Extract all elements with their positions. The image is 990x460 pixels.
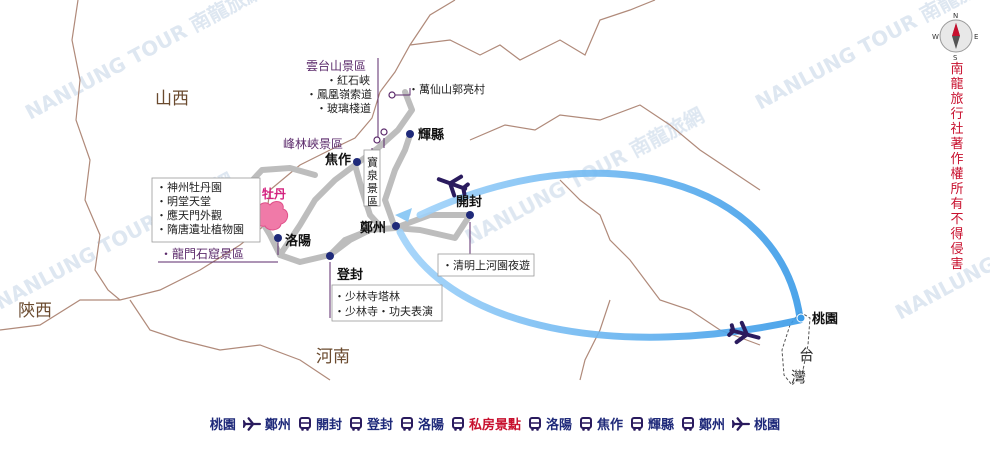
compass-s: S <box>953 54 958 62</box>
shaolin-item: ・少林寺塔林 <box>334 289 400 303</box>
compass-icon: N S E W <box>932 12 978 62</box>
flight-arrow-head <box>395 208 412 222</box>
route-step-label: 洛陽 <box>546 418 573 433</box>
city-label-zhengzhou: 鄭州 <box>360 220 386 236</box>
peony-icon <box>255 201 289 231</box>
city-label-dengfeng: 登封 <box>336 267 363 283</box>
city-label-kaifeng: 開封 <box>456 194 482 210</box>
compass-n: N <box>953 12 958 20</box>
route-step-label: 桃園 <box>209 418 236 433</box>
city-label-jiaozuo: 焦作 <box>324 152 351 168</box>
route-step-label: 私房景點 <box>468 418 521 433</box>
shaolin-item: ・少林寺・功夫表演 <box>334 304 433 318</box>
route-step-label: 鄭州 <box>699 418 726 433</box>
yuntai-item: ・紅石峽 <box>326 74 370 87</box>
route-step: 鄭州 <box>699 414 754 433</box>
watermark-brand: NANLUNG TOUR 南龍旅網 <box>21 0 268 124</box>
region-taiwan-1: 台 <box>799 346 814 364</box>
compass-e: E <box>974 33 978 41</box>
city-dot-taoyuan <box>796 313 806 323</box>
bus-icon <box>528 416 542 431</box>
route-step: 洛陽 <box>546 414 597 433</box>
bus-icon <box>298 416 312 431</box>
route-step-label: 開封 <box>315 418 342 433</box>
route-step-label: 輝縣 <box>648 418 675 433</box>
city-label-taoyuan: 桃園 <box>812 311 838 327</box>
flight-arc-to-taoyuan <box>396 228 804 341</box>
yuntai-title: 雲台山景區 <box>306 58 366 73</box>
luoyang-item: ・隋唐遺址植物園 <box>156 222 244 236</box>
bus-icon <box>630 416 644 431</box>
svg-text:寶泉景區: 寶泉景區 <box>367 155 378 208</box>
city-label-huixian: 輝縣 <box>418 127 444 143</box>
route-step: 登封 <box>367 414 418 433</box>
longmen-label: ・龍門石窟景區 <box>160 246 244 261</box>
airplane-icon <box>242 416 261 431</box>
flight-arc-to-zhengzhou <box>416 169 804 322</box>
compass-w: W <box>932 33 939 41</box>
airplane-icon <box>436 174 470 198</box>
bus-icon <box>349 416 363 431</box>
luoyang-item: ・應天門外觀 <box>156 208 222 222</box>
luoyang-item: ・神州牡丹園 <box>156 180 222 194</box>
peony-label: 牡丹 <box>262 186 286 201</box>
taiwan-outline <box>781 311 811 386</box>
city-dot-jiaozuo <box>353 158 361 166</box>
scenic-dot-wanxian <box>388 91 396 99</box>
baoquan-label: 寶泉景區 <box>367 155 378 208</box>
qingming-info-box <box>437 253 535 277</box>
city-dot-dengfeng <box>326 252 334 260</box>
route-step: 鄭州 <box>265 414 316 433</box>
bus-icon <box>451 416 465 431</box>
itinerary-route-bar: 桃園 鄭州 開封 登封 洛陽 私房景點 洛陽 焦作 輝縣 鄭州 桃園 <box>0 414 990 433</box>
watermark-brand: NANLUNG TOUR 南龍旅網 <box>891 178 990 324</box>
route-step: 輝縣 <box>648 414 699 433</box>
bus-icon <box>579 416 593 431</box>
scenic-dot-fenglin <box>373 136 381 144</box>
city-dot-luoyang <box>274 234 282 242</box>
route-step-label: 登封 <box>366 418 393 433</box>
route-step-label: 桃園 <box>754 418 781 433</box>
city-dot-kaifeng <box>466 211 474 219</box>
copyright-notice: 南龍旅行社 著作權所有 不得侵害 <box>950 62 964 272</box>
yuntai-item: ・玻璃棧道 <box>316 101 371 115</box>
route-step-label: 洛陽 <box>417 418 444 433</box>
qingming-label: ・清明上河園夜遊 <box>442 258 530 272</box>
scenic-dot-yuntai <box>380 128 388 136</box>
fenglin-title: 峰林峽景區 <box>283 137 343 151</box>
region-taiwan-2: 灣 <box>791 368 806 386</box>
route-step-label: 鄭州 <box>264 418 291 433</box>
luoyang-item: ・明堂天堂 <box>156 195 211 208</box>
province-borders <box>0 0 761 381</box>
route-step: 開封 <box>316 414 367 433</box>
baoquan-info-box <box>363 149 381 207</box>
city-dot-zhengzhou <box>392 222 400 230</box>
yuntai-item: ・鳳凰嶺索道 <box>306 87 372 101</box>
luoyang-info-box <box>151 177 261 243</box>
airplane-icon <box>727 320 761 345</box>
airplane-icon <box>731 416 751 431</box>
route-step: 焦作 <box>597 414 648 433</box>
shaolin-info-box <box>331 284 443 322</box>
route-step: 桃園 <box>754 414 780 433</box>
region-shaanxi: 陝西 <box>18 301 52 321</box>
route-step: 洛陽 <box>418 414 469 433</box>
route-step-label: 焦作 <box>597 418 624 433</box>
bus-icon <box>400 416 414 431</box>
city-dot-huixian <box>406 130 414 138</box>
bus-icon <box>681 416 695 431</box>
city-label-luoyang: 洛陽 <box>285 233 311 249</box>
route-step: 桃園 <box>210 414 265 433</box>
region-shanxi: 山西 <box>155 89 189 109</box>
route-step: 私房景點 <box>469 414 546 433</box>
wanxian-label: ・萬仙山郭亮村 <box>408 82 485 96</box>
region-henan: 河南 <box>316 347 350 367</box>
